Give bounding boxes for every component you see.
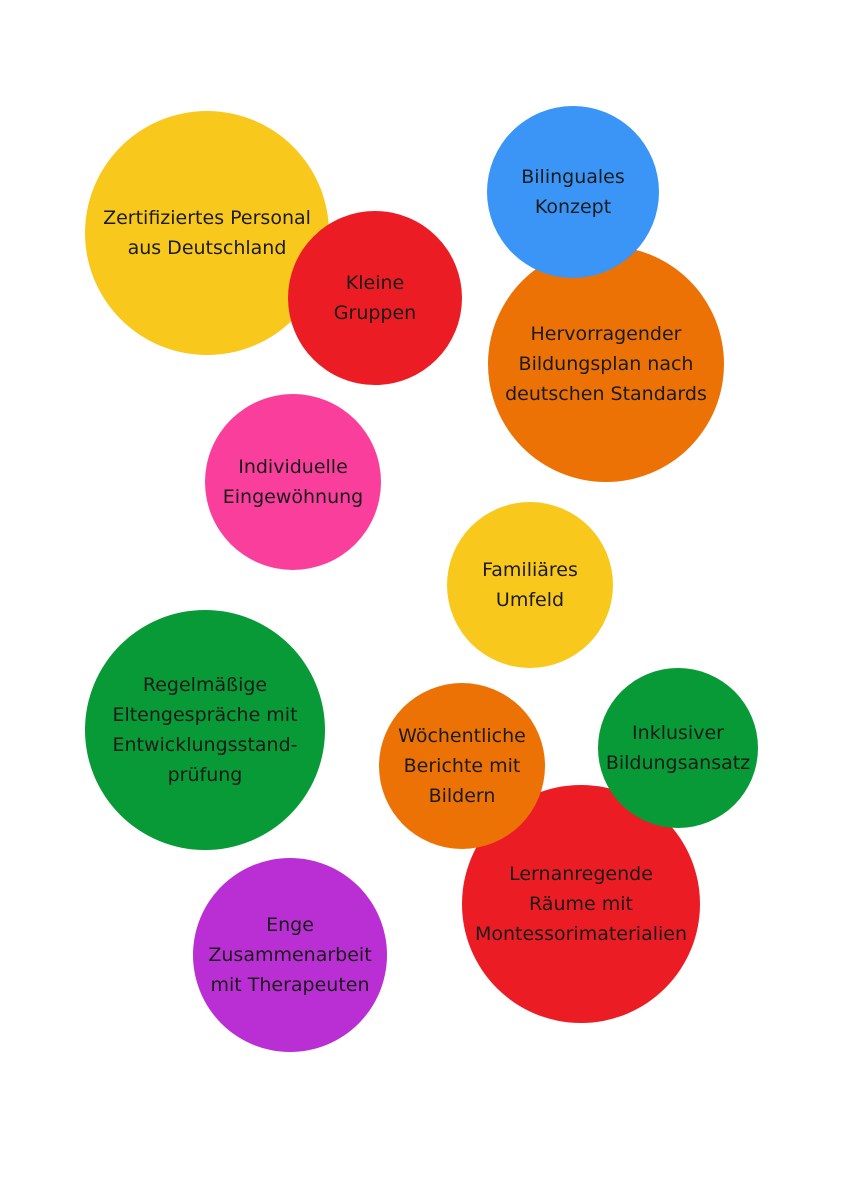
bubble-inklusiver-bildungsansatz: Inklusiver Bildungsansatz (598, 668, 758, 828)
bubble-bildungsplan: Hervorragender Bildungsplan nach deutsch… (488, 246, 724, 482)
bubble-text: Zertifiziertes Personal (103, 207, 311, 229)
bubble-text: Inklusiver (632, 722, 724, 744)
bubble-text: Wöchentliche (398, 725, 526, 747)
bubble-elterngespraeche: Regelmäßige Eltengespräche mit Entwicklu… (85, 610, 325, 850)
bubble-text: Lernanregende (509, 863, 653, 885)
bubble-text: Regelmäßige (142, 674, 268, 696)
bubble-text: Entwicklungsstand- (112, 734, 298, 756)
bubble-text: Räume mit (529, 893, 633, 915)
bubble-text: Enge (266, 914, 314, 936)
bubble-text: Bildungsplan nach (518, 353, 694, 375)
bubble-text: Hervorragender (530, 323, 682, 345)
bubble-text: Kleine (345, 272, 405, 294)
bubble-text: Montessorimaterialien (474, 923, 688, 945)
bubble-kleine-gruppen: Kleine Gruppen (288, 211, 462, 385)
bubble-text: Umfeld (495, 589, 565, 611)
bubble-text: Eltengespräche mit (112, 704, 298, 726)
bubble-text: prüfung (167, 764, 243, 786)
bubble-zertifiziertes-personal: Zertifiziertes Personal aus Deutschland (85, 111, 329, 355)
bubble-zusammenarbeit-therapeuten: Enge Zusammenarbeit mit Therapeuten (193, 858, 387, 1052)
bubble-text: Zusammenarbeit (208, 944, 372, 966)
bubble-individuelle-eingewoehnung: Individuelle Eingewöhnung (205, 394, 381, 570)
bubble-text: Eingewöhnung (222, 486, 364, 508)
bubble-text: Bildungsansatz (605, 752, 751, 774)
bubble-bilinguales-konzept: Bilinguales Konzept (487, 106, 659, 278)
bubble-familiaeres-umfeld: Familiäres Umfeld (447, 502, 613, 668)
bubble-text: deutschen Standards (505, 383, 707, 405)
bubble-text: Bildern (428, 785, 496, 807)
bubble-text: Berichte mit (403, 755, 521, 777)
bubble-text: Bilinguales (521, 166, 625, 188)
bubble-text: mit Therapeuten (210, 974, 370, 996)
bubble-text: Individuelle (238, 456, 348, 478)
bubble-text: Gruppen (333, 302, 417, 324)
bubble-woechentliche-berichte: Wöchentliche Berichte mit Bildern (379, 683, 545, 849)
bubble-text: Konzept (534, 196, 612, 218)
bubble-text: aus Deutschland (127, 237, 287, 259)
bubble-text: Familiäres (482, 559, 578, 581)
